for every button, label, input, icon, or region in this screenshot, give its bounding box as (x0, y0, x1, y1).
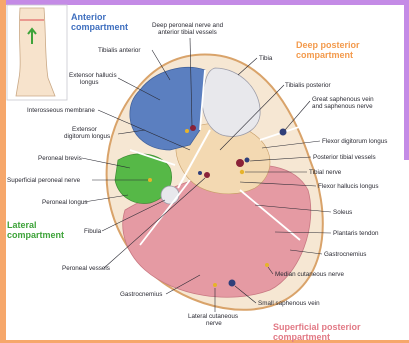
lateral-cutaneous-nerve-dot (213, 283, 217, 287)
peroneal-vessel-dot (204, 172, 210, 178)
label-median-cutaneous: Median cutaneous nerve (275, 271, 344, 278)
small-saphenous-dot (229, 280, 236, 287)
fibula-bone (161, 186, 179, 204)
anterior-tibial-vessel-dot (190, 125, 196, 131)
anterior-region (130, 67, 205, 150)
label-flexor-hallucis: Flexor hallucis longus (318, 183, 379, 190)
label-tibia: Tibia (259, 55, 273, 62)
label-peroneal-longus: Peroneal longus (42, 199, 88, 206)
label-plantaris: Plantaris tendon (333, 230, 379, 237)
label-interosseous: Interosseous membrane (27, 107, 95, 114)
label-superficial-peroneal: Superficial peroneal nerve (7, 177, 81, 184)
label-peroneal-brevis: Peroneal brevis (38, 155, 82, 162)
leg-inset (7, 5, 67, 100)
superficial-peroneal-nerve-dot (148, 178, 152, 182)
label-tibialis-posterior: Tibialis posterior (285, 82, 331, 89)
label-small-saphenous: Small saphenous vein (258, 300, 320, 307)
label-gastrocnemius-left: Gastrocnemius (120, 291, 162, 298)
label-flexor-digitorum: Flexor digitorum longus (322, 138, 387, 145)
label-soleus: Soleus (333, 209, 352, 216)
label-peroneal-vessels: Peroneal vessels (62, 265, 110, 272)
label-tibial-nerve: Tibial nerve (309, 169, 342, 176)
label-gastrocnemius-right: Gastrocnemius (324, 251, 366, 258)
label-posterior-tibial: Posterior tibial vessels (313, 154, 376, 161)
label-fibula: Fibula (84, 228, 102, 235)
posterior-tibial-vessel-dot (236, 159, 244, 167)
median-cutaneous-nerve-dot (265, 263, 269, 267)
tibial-nerve-dot (240, 170, 244, 174)
label-tibialis-anterior: Tibialis anterior (98, 47, 140, 54)
